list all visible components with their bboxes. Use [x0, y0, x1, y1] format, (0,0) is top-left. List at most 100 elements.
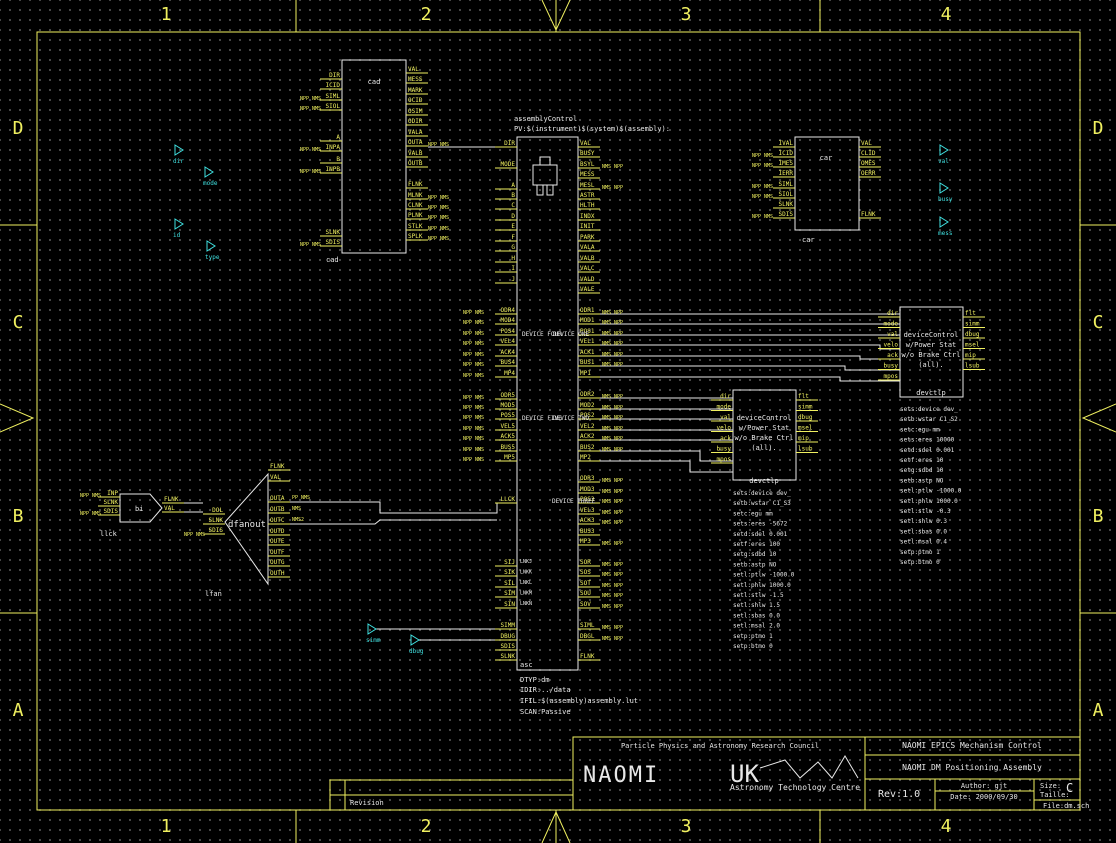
link-attr-label: NPP NMS	[428, 142, 449, 148]
pin-label-valc: VALC	[580, 265, 595, 272]
link-attr-label: NPP NMS	[300, 169, 321, 175]
cad-record-box	[341, 59, 407, 254]
col-label-top: 2	[421, 4, 432, 25]
port-simm	[367, 623, 377, 635]
wires	[184, 146, 900, 641]
port-dbug-label: dbug	[409, 648, 424, 655]
lnk-label: LNKM	[520, 591, 532, 597]
devctl-title: (all).	[751, 444, 776, 452]
pin-label-vel5: VEL5	[501, 423, 516, 430]
device-property: setb:astp NO	[733, 561, 777, 568]
pin-label-outd: OUTD	[270, 528, 285, 535]
device-property: setf:eres 10	[900, 457, 944, 464]
row-label-left: A	[13, 700, 24, 721]
lnk-label: LNKK	[520, 570, 532, 576]
link-attr-label: PP NMS	[292, 495, 310, 501]
link-attr-label: NMS NPP	[602, 604, 623, 610]
link-attr-label: NMS NPP	[602, 331, 623, 337]
row-label-right: D	[1093, 118, 1104, 139]
device-property: setl:msal 2.0	[733, 623, 780, 630]
pin-label-clnk: CLNK	[408, 202, 423, 209]
pin-label-siol: SIOL	[326, 103, 341, 110]
link-attr-label: NPP NMS	[428, 215, 449, 221]
pin-label-sdis: SDIS	[326, 239, 341, 246]
wire-outc	[290, 519, 497, 525]
author-label: Author: gjt	[961, 782, 1007, 790]
assembly-control-box	[516, 136, 579, 671]
link-attr-label: NPP NMS	[463, 447, 484, 453]
pin-label-ack4: ACK4	[501, 349, 516, 356]
device-property: setb:wstar C1_S2	[900, 416, 958, 423]
pin-label-simm: simm	[798, 404, 813, 411]
devctl-title: w/o Brake Ctrl	[901, 351, 960, 359]
device-property: setc:egu mm	[733, 510, 773, 517]
link-attr-label: NMS NPP	[602, 320, 623, 326]
link-attr-label: NPP NMS	[752, 214, 773, 220]
pin-label-flt: flt	[798, 393, 809, 400]
pin-label-icid: ICID	[779, 150, 794, 157]
pin-label-vald: VALD	[580, 276, 595, 283]
file-label: File:dm.sch	[1043, 802, 1089, 810]
car-title: car	[820, 154, 833, 162]
link-attr-label: NPP NMS	[463, 341, 484, 347]
pin-label-mp1: MP1	[580, 370, 591, 377]
port-mess-label: mess	[938, 230, 953, 237]
col-label-top: 3	[681, 4, 692, 25]
bi-instance: llck	[100, 530, 118, 538]
wire-mp1	[600, 376, 900, 382]
device-property: sets:eres 10000	[900, 437, 955, 444]
pin-label-pos5: POS5	[501, 412, 516, 419]
col-label-top: 4	[941, 4, 952, 25]
pin-label-slnk: SLNK	[104, 499, 119, 506]
pin-label-sin: SIN	[504, 601, 515, 608]
lnk-label: LNKN	[520, 601, 532, 607]
device-property: sets:device dev_	[733, 490, 791, 497]
wire-outa-llck	[290, 501, 498, 514]
pin-label-splk: SPLK	[408, 233, 423, 240]
device-property: setl:sbas 0.0	[900, 528, 947, 535]
link-attr-label: NPP NMS	[184, 532, 205, 538]
link-attr-label: NPP NMS	[428, 226, 449, 232]
device-property: setp:ptmo 1	[733, 633, 773, 640]
pin-label-ocid: OCID	[408, 97, 423, 104]
device-label: DEVICE ONE	[553, 331, 590, 338]
pin-label-llck: LLCK	[501, 496, 516, 503]
link-attr-label: NMS NPP	[602, 541, 623, 547]
link-attr-label: NMS NPP	[602, 562, 623, 568]
pin-label-sos: SOS	[580, 569, 591, 576]
pin-label-clid: CLID	[861, 150, 876, 157]
pin-label-odir: ODIR	[408, 118, 423, 125]
pin-label-init: INIT	[580, 223, 595, 230]
pin-label-inpa: INPA	[326, 144, 341, 151]
wire-bus2	[600, 450, 733, 462]
pin-label-sil: SIL	[504, 580, 515, 587]
pin-label-mip: mip	[798, 435, 809, 442]
assembly-properties: DTYP:dm IDIR:../data IFIL:$(assembly)ass…	[520, 676, 638, 716]
pin-label-vala: VALA	[408, 129, 423, 136]
link-attr-label: NMS NPP	[602, 185, 623, 191]
port-type	[206, 240, 216, 252]
port-type-label: type	[205, 254, 220, 261]
link-attr-label: NMS NPP	[602, 310, 623, 316]
link-attr-label: NPP NMS	[463, 331, 484, 337]
pin-label-dbug: dbug	[798, 414, 813, 421]
dfanout-instance: lfan	[205, 590, 222, 598]
pin-label-outa: OUTA	[270, 495, 285, 502]
devctl-title: deviceControl	[737, 414, 792, 422]
title-block	[572, 736, 1081, 811]
pin-label-vel3: VEL3	[580, 507, 595, 514]
link-attr-label: NPP NMS	[463, 457, 484, 463]
link-attr-label: NMS NPP	[602, 405, 623, 411]
pin-label-ack3: ACK3	[580, 517, 595, 524]
lnk-label: LNKL	[520, 580, 532, 586]
device-property: setl:phlw 1000.0	[900, 498, 958, 505]
devctl-title: deviceControl	[904, 331, 959, 339]
pin-label-simm: simm	[965, 321, 980, 328]
size-label: Size:	[1040, 782, 1061, 790]
devctl-instance: devctlp	[749, 477, 779, 485]
pin-label-outh: OUTH	[270, 570, 285, 577]
link-attr-label: NMS NPP	[602, 362, 623, 368]
pin-label-flnk: FLNK	[164, 496, 179, 503]
title-block-text: Particle Physics and Astronomy Research …	[350, 741, 1089, 810]
devctl-title: w/Power Stat	[906, 341, 957, 349]
